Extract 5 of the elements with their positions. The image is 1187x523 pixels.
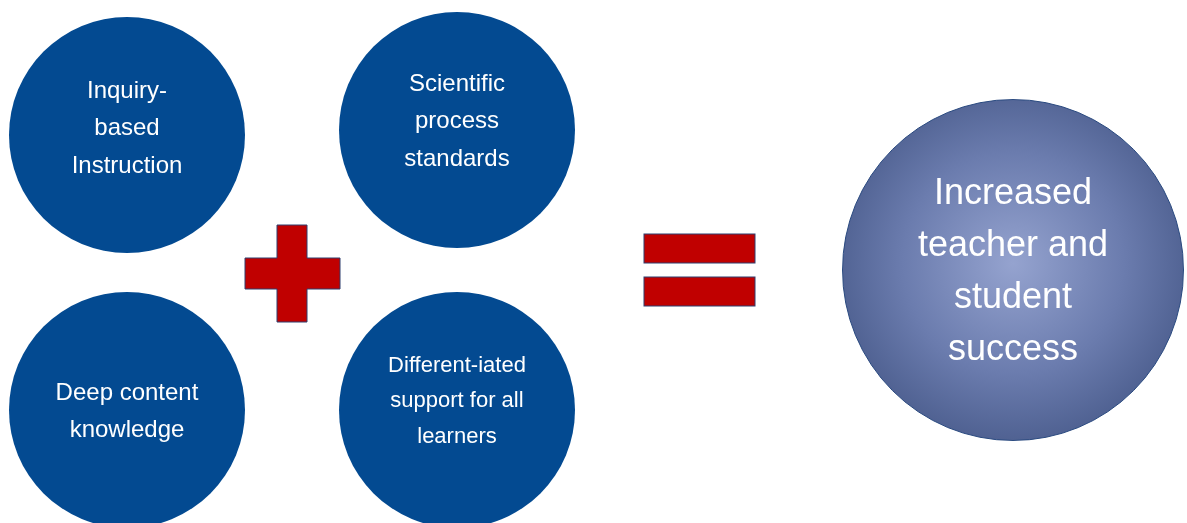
node-label: Inquiry-based Instruction — [70, 75, 184, 180]
node-label: Different-iated support for all learners — [387, 351, 527, 450]
node-label: Scientific process standards — [403, 68, 511, 173]
node-label: Increased teacher and student success — [916, 169, 1110, 371]
node-label: Deep content knowledge — [54, 376, 200, 444]
